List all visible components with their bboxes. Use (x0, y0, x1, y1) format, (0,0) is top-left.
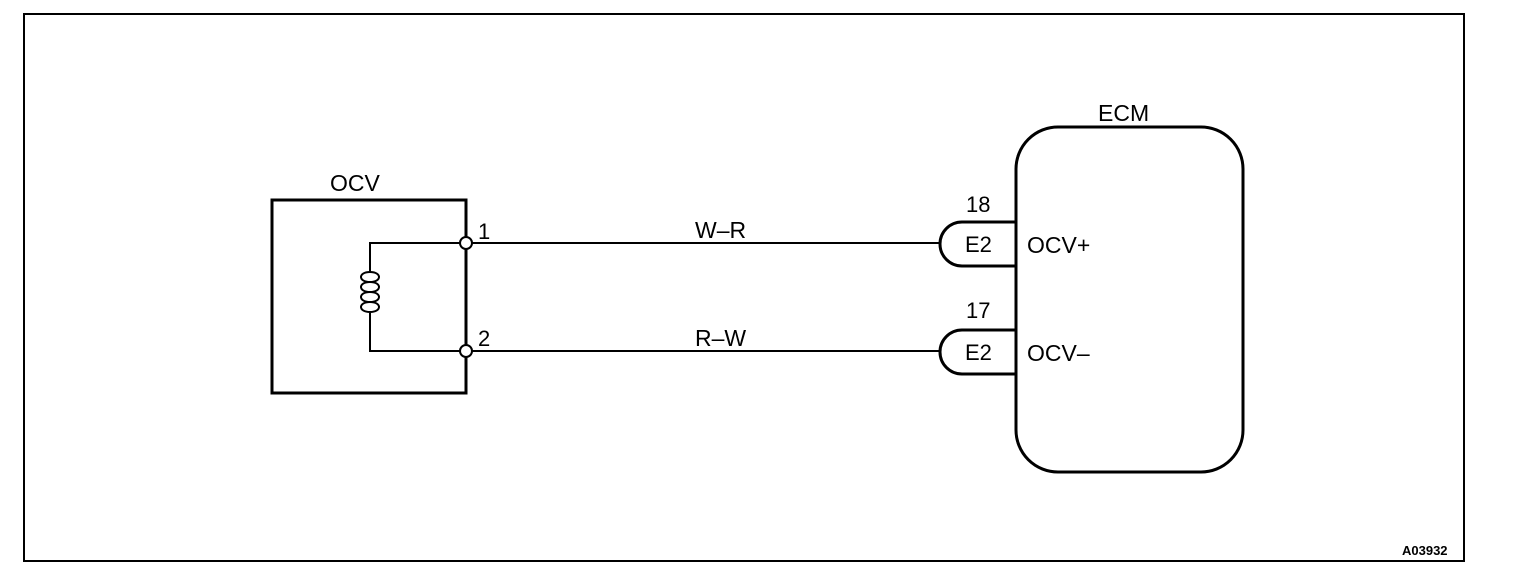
wire-top-color-label: W–R (695, 217, 746, 243)
ecm-box (1014, 125, 1245, 474)
terminal-1-icon (459, 236, 473, 250)
figure-code: A03932 (1402, 543, 1448, 558)
terminal-2-label: 2 (478, 326, 490, 351)
ocv-title: OCV (330, 170, 381, 196)
coil-icon (360, 271, 380, 318)
ecm-title: ECM (1098, 100, 1149, 126)
signal-bottom-label: OCV– (1027, 340, 1090, 366)
ocv-component: OCV 1 2 (270, 170, 490, 395)
ocv-internal-wire-top (369, 242, 466, 272)
ocv-internal-wire-bottom (369, 318, 466, 352)
wire-bottom-color-label: R–W (695, 325, 746, 351)
connector-top (938, 220, 1016, 268)
signal-top-label: OCV+ (1027, 232, 1090, 258)
ecm-component: ECM 18 17 E2 E2 OCV+ OCV– (938, 100, 1245, 474)
pin-top-number: 18 (966, 192, 990, 217)
terminal-1-label: 1 (478, 219, 490, 244)
connector-bottom (938, 328, 1016, 376)
diagram-frame (23, 13, 1465, 562)
connector-bottom-code: E2 (965, 340, 992, 365)
pin-bottom-number: 17 (966, 298, 990, 323)
ocv-box (270, 198, 468, 395)
terminal-2-icon (459, 344, 473, 358)
connector-top-code: E2 (965, 232, 992, 257)
